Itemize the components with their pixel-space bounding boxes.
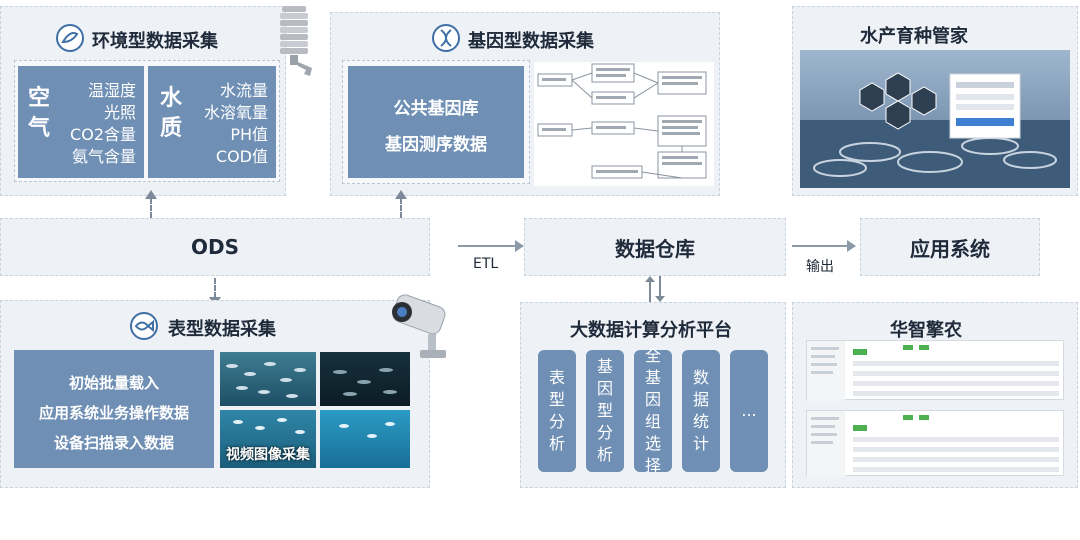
water-label-2: 质 [160, 116, 183, 141]
air-item: 氨气含量 [71, 147, 136, 166]
huazhi-screenshot-1 [806, 340, 1064, 401]
camera-icon [388, 294, 460, 364]
pheno-text-box [14, 350, 214, 468]
output-label: 输出 [806, 259, 834, 275]
pill-data-statistics: 数据统计 [682, 350, 720, 472]
fish-icon [130, 312, 158, 340]
fish-photo-4 [320, 410, 410, 468]
air-item: 温湿度 [87, 81, 136, 100]
ods-to-pheno-arrow [209, 278, 221, 306]
fish-photo-2 [320, 352, 410, 406]
huazhi-title: 华智擎农 [890, 320, 962, 341]
gene-flowchart-image [534, 62, 714, 186]
water-box [148, 66, 276, 178]
etl-arrow [458, 240, 524, 252]
water-item: COD值 [215, 147, 268, 166]
ods-to-gene-arrow [395, 190, 407, 218]
env-title: 环境型数据采集 [92, 31, 218, 52]
air-label-2: 气 [28, 116, 51, 141]
leaf-icon [56, 24, 84, 52]
air-item: CO2含量 [70, 125, 136, 144]
warehouse-bar: 数据仓库 [524, 218, 786, 276]
ods-to-env-arrow [145, 190, 157, 218]
app-bar: 应用系统 [860, 218, 1040, 276]
fish-photo-1 [220, 352, 316, 406]
warehouse-bigdata-arrows [640, 276, 670, 302]
weather-sensor-icon [276, 4, 318, 78]
etl-label: ETL [473, 256, 499, 272]
pill-more: ... [730, 350, 768, 472]
huazhi-screenshot-2 [806, 410, 1064, 477]
pill-phenotype-analysis: 表型分析 [538, 350, 576, 472]
aqua-screenshot-image [800, 50, 1070, 188]
aqua-title: 水产育种管家 [860, 26, 968, 47]
pill-label: 基因型分析 [596, 357, 613, 464]
video-label: 视频图像采集 [226, 447, 310, 463]
air-item: 光照 [103, 103, 136, 122]
pill-label: ... [741, 401, 757, 420]
gene-db-line: 公共基因库 [393, 99, 479, 119]
pill-genotype-analysis: 基因型分析 [586, 350, 624, 472]
water-label-1: 水 [160, 86, 183, 111]
air-label-1: 空 [28, 86, 51, 111]
ods-bar: ODS [0, 218, 430, 276]
pill-label: 数据统计 [692, 368, 709, 453]
pill-label: 表型分析 [548, 368, 565, 453]
pheno-line: 应用系统业务操作数据 [38, 404, 189, 422]
gene-title: 基因型数据采集 [468, 31, 594, 52]
gene-db-box [348, 66, 524, 178]
air-list: 温湿度 光照 CO2含量 氨气含量 [70, 80, 136, 168]
pill-genomic-selection: 全基因组选择 [634, 346, 672, 475]
pill-label: 全基因组选择 [644, 346, 661, 475]
pheno-line: 设备扫描录入数据 [53, 434, 174, 452]
water-item: 水流量 [219, 81, 268, 100]
output-arrow [792, 240, 856, 252]
bigdata-title: 大数据计算分析平台 [570, 320, 732, 341]
pheno-line: 初始批量载入 [68, 374, 159, 392]
dna-icon [432, 24, 460, 52]
gene-db-line: 基因测序数据 [385, 135, 487, 155]
air-box [18, 66, 144, 178]
water-item: 水溶氧量 [203, 103, 268, 122]
pheno-title: 表型数据采集 [168, 319, 276, 340]
fish-photo-3 [220, 410, 316, 468]
water-list: 水流量 水溶氧量 PH值 COD值 [204, 80, 268, 168]
water-item: PH值 [230, 125, 268, 144]
